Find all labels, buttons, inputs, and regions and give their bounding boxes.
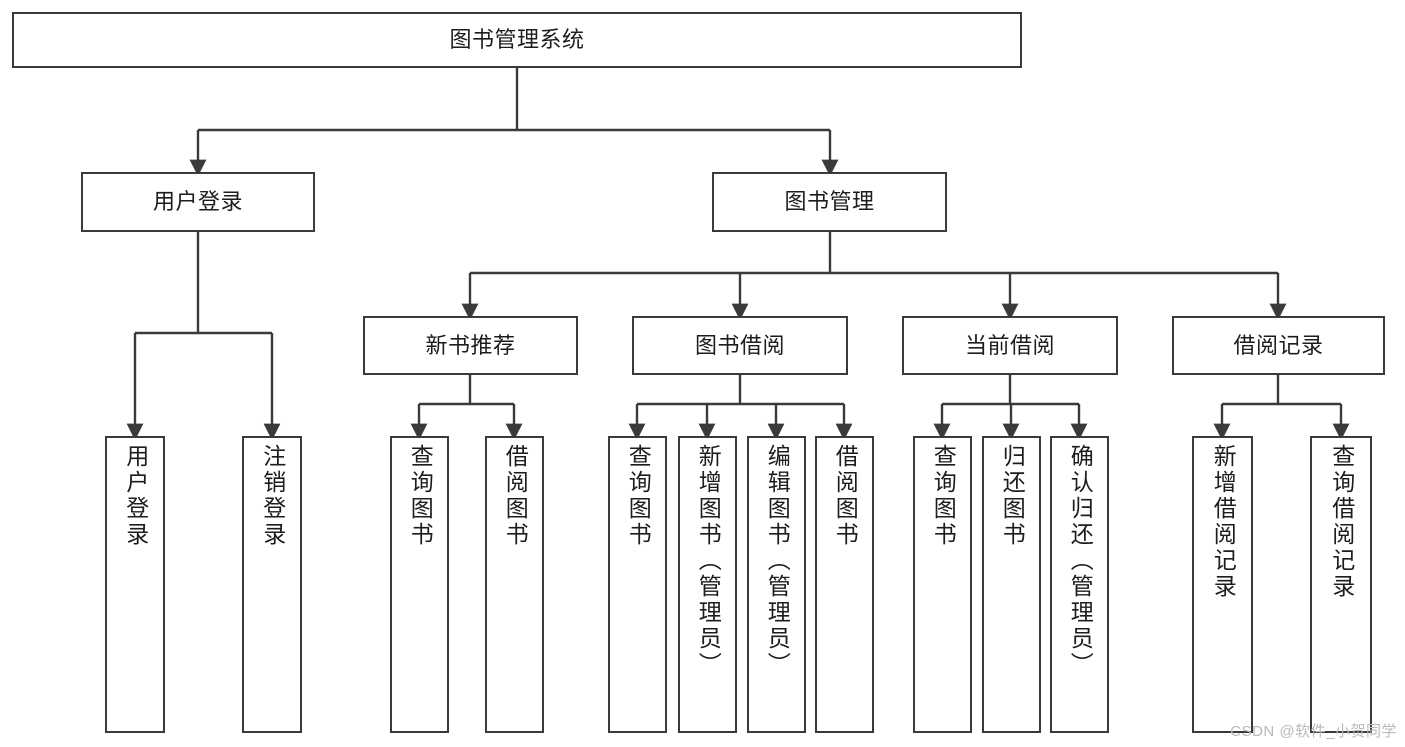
node-label: 注销登录 bbox=[259, 444, 286, 548]
leaf-user-login[interactable]: 用户登录 bbox=[105, 436, 165, 733]
leaf-return-books[interactable]: 归还图书 bbox=[982, 436, 1041, 733]
node-label: 新书推荐 bbox=[425, 332, 516, 358]
leaf-query-books-borrow[interactable]: 查询图书 bbox=[608, 436, 667, 733]
node-current-borrowing[interactable]: 当前借阅 bbox=[902, 316, 1118, 375]
node-label: 新增借阅记录 bbox=[1210, 444, 1237, 600]
node-new-book-recommendation[interactable]: 新书推荐 bbox=[363, 316, 578, 375]
leaf-query-books-new[interactable]: 查询图书 bbox=[390, 436, 449, 733]
node-label: 确认归还（管理员） bbox=[1067, 444, 1094, 678]
node-borrow-records[interactable]: 借阅记录 bbox=[1172, 316, 1385, 375]
leaf-borrow-books[interactable]: 借阅图书 bbox=[815, 436, 874, 733]
leaf-query-borrow-record[interactable]: 查询借阅记录 bbox=[1310, 436, 1372, 733]
node-label: 查询图书 bbox=[625, 444, 652, 548]
node-label: 借阅记录 bbox=[1233, 332, 1324, 358]
node-book-management[interactable]: 图书管理 bbox=[712, 172, 947, 232]
node-label: 新增图书（管理员） bbox=[695, 444, 722, 678]
node-label: 用户登录 bbox=[152, 189, 243, 215]
leaf-edit-book-admin[interactable]: 编辑图书（管理员） bbox=[747, 436, 806, 733]
node-label: 查询图书 bbox=[407, 444, 434, 548]
leaf-confirm-return-admin[interactable]: 确认归还（管理员） bbox=[1050, 436, 1109, 733]
csdn-watermark: CSDN @软件_小贺同学 bbox=[1230, 723, 1397, 740]
node-label: 图书管理 bbox=[784, 189, 875, 215]
node-label: 用户登录 bbox=[122, 444, 149, 548]
node-label: 归还图书 bbox=[999, 444, 1026, 548]
node-book-borrowing[interactable]: 图书借阅 bbox=[632, 316, 848, 375]
leaf-borrow-books-new[interactable]: 借阅图书 bbox=[485, 436, 544, 733]
node-label: 查询图书 bbox=[930, 444, 957, 548]
node-label: 图书管理系统 bbox=[449, 27, 585, 53]
leaf-add-book-admin[interactable]: 新增图书（管理员） bbox=[678, 436, 737, 733]
leaf-logout[interactable]: 注销登录 bbox=[242, 436, 302, 733]
node-user-login[interactable]: 用户登录 bbox=[81, 172, 315, 232]
leaf-query-books-current[interactable]: 查询图书 bbox=[913, 436, 972, 733]
node-book-management-system[interactable]: 图书管理系统 bbox=[12, 12, 1022, 68]
node-label: 当前借阅 bbox=[964, 332, 1055, 358]
node-label: 编辑图书（管理员） bbox=[764, 444, 791, 678]
node-label: 图书借阅 bbox=[694, 332, 785, 358]
node-label: 借阅图书 bbox=[832, 444, 859, 548]
node-label: 查询借阅记录 bbox=[1328, 444, 1355, 600]
leaf-add-borrow-record[interactable]: 新增借阅记录 bbox=[1192, 436, 1253, 733]
node-label: 借阅图书 bbox=[502, 444, 529, 548]
